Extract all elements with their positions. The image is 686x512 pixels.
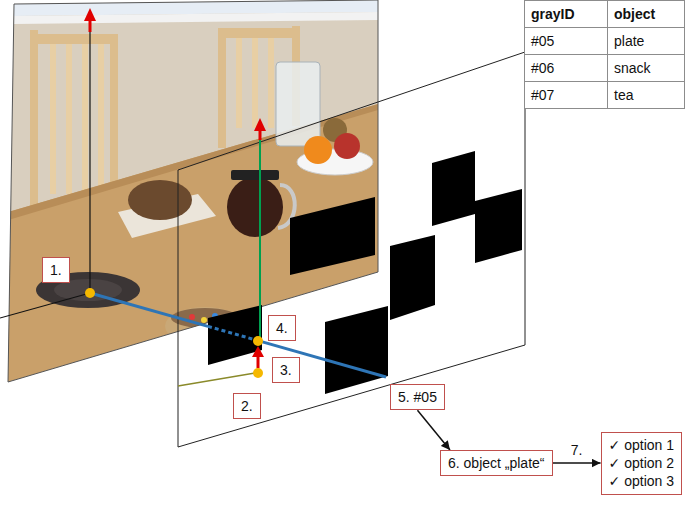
table-top (8, 104, 378, 382)
flow-arrow (417, 410, 450, 450)
red-arrow (259, 130, 262, 140)
teapot-lid (231, 170, 279, 180)
illustration-part (66, 44, 72, 194)
region (390, 235, 435, 320)
menu-bar (14, 12, 378, 24)
table-cell: #06 (525, 55, 608, 82)
box-text: 5. #05 (398, 388, 437, 406)
gray-id-regions (208, 151, 522, 394)
callout-box: 5. #05 (390, 384, 445, 410)
box-text: ✓ option 2 (609, 454, 674, 472)
callout-box: 3. (272, 357, 300, 383)
callout-box: 2. (233, 393, 261, 419)
table-cell: plate (608, 28, 685, 55)
red-arrow (89, 20, 92, 32)
point-marker (85, 288, 95, 298)
region (475, 189, 522, 263)
snack (189, 314, 195, 320)
option-list-box: ✓ option 1✓ option 2✓ option 3 (601, 432, 682, 495)
box-text: 3. (280, 361, 292, 379)
callout-box: 1. (42, 257, 70, 283)
axis-line (0, 293, 90, 318)
illustration-part (82, 44, 88, 194)
step-number: 7. (570, 442, 584, 459)
illustration-part (30, 30, 38, 230)
axis-line (89, 30, 90, 293)
gray-id-table: grayIDobject#05plate#06snack#07tea (524, 0, 685, 109)
box-text: 1. (50, 261, 62, 279)
red-arrow-head (84, 8, 96, 21)
illustration-part (252, 38, 258, 128)
teapot (227, 177, 283, 237)
glass-jug (276, 62, 320, 146)
photo-frame (8, 0, 378, 382)
table-cell: tea (608, 82, 685, 109)
box-text: ✓ option 1 (609, 436, 674, 454)
illustration-part (98, 44, 104, 194)
box-text: 4. (276, 319, 288, 337)
normal-line (259, 132, 261, 340)
region (432, 151, 475, 226)
illustration-part (218, 28, 226, 148)
snack (201, 317, 207, 323)
red-arrow-head (254, 118, 266, 131)
illustration-part (236, 38, 242, 128)
illustration-part (30, 34, 118, 44)
axis-line (178, 373, 255, 386)
illustration-part (218, 28, 300, 38)
point-marker (253, 368, 263, 378)
bread (128, 180, 192, 220)
table-header: object (608, 1, 685, 28)
box-text: ✓ option 3 (609, 472, 674, 490)
photo (0, 0, 380, 390)
table-cell: #07 (525, 82, 608, 109)
box-text: 6. object „plate“ (448, 454, 545, 472)
callout-box: 4. (268, 315, 296, 341)
callout-box: 6. object „plate“ (440, 450, 553, 476)
fruit (304, 136, 332, 164)
red-arrow (257, 356, 260, 368)
ray-line (90, 293, 208, 326)
illustration-part (50, 44, 56, 194)
ray-line-hidden (208, 326, 258, 340)
red-arrow-head (252, 346, 264, 357)
wall (0, 0, 380, 390)
table-cell: snack (608, 55, 685, 82)
flow-arrow (553, 462, 601, 464)
illustration-part (268, 38, 274, 128)
fruit (334, 133, 360, 159)
region (290, 197, 375, 275)
point-marker (253, 336, 263, 346)
box-text: 2. (241, 397, 253, 415)
mask-plane (178, 52, 525, 447)
region (325, 306, 388, 394)
table-header: grayID (525, 1, 608, 28)
table-cell: #05 (525, 28, 608, 55)
